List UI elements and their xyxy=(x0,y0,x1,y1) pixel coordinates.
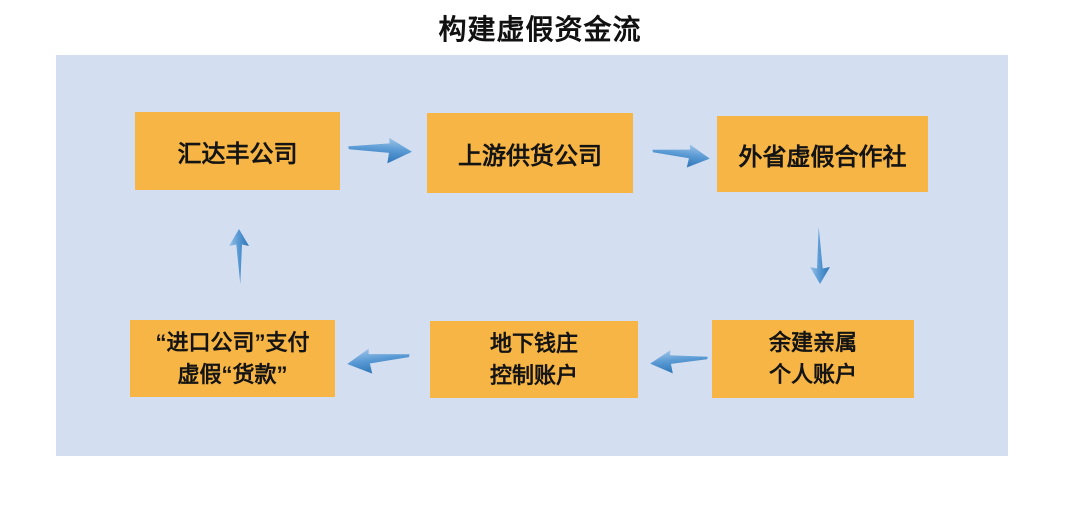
diagram-title: 构建虚假资金流 xyxy=(438,14,642,45)
node-label: 个人账户 xyxy=(768,362,857,387)
arrow-down-icon xyxy=(810,227,830,284)
node-huidafeng-company: 汇达丰公司 xyxy=(135,112,340,190)
node-out-of-province-fake-cooperative: 外省虚假合作社 xyxy=(717,116,928,192)
node-label: 控制账户 xyxy=(489,362,578,388)
node-label: 地下钱庄 xyxy=(489,330,578,356)
arrow-left-icon xyxy=(347,348,410,374)
arrow-left-icon xyxy=(650,350,708,374)
node-yujian-relatives-personal-account: 余建亲属 个人账户 xyxy=(712,320,914,398)
arrow-right-icon xyxy=(652,144,710,168)
node-label: 汇达丰公司 xyxy=(177,140,298,168)
node-upstream-supplier-company: 上游供货公司 xyxy=(427,113,633,193)
node-import-company-pays-fake-payment: “进口公司”支付 虚假“货款” xyxy=(130,320,335,397)
diagram-panel: 汇达丰公司 上游供货公司 外省虚假合作社 “进口公司”支付 虚假“货款” 地下钱… xyxy=(56,55,1008,456)
node-label: 外省虚假合作社 xyxy=(738,143,907,171)
arrow-right-icon xyxy=(348,137,412,164)
node-label: 虚假“货款” xyxy=(177,361,288,387)
node-underground-bank-controlled-account: 地下钱庄 控制账户 xyxy=(430,321,638,398)
node-label: 余建亲属 xyxy=(768,330,857,355)
node-label: “进口公司”支付 xyxy=(155,329,310,355)
arrow-up-icon xyxy=(229,229,249,284)
node-label: 上游供货公司 xyxy=(458,142,602,170)
